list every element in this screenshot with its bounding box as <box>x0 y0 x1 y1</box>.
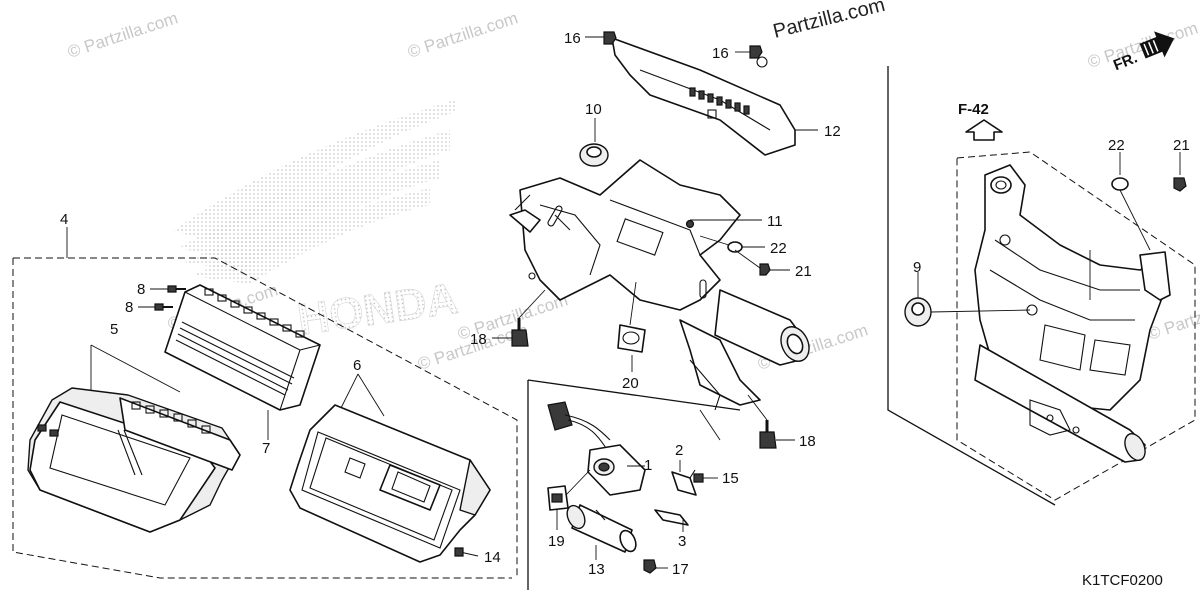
honda-wing-watermark: HONDA <box>172 100 461 345</box>
callout-13: 13 <box>588 561 605 578</box>
meter-case-part <box>289 373 491 563</box>
meter-assembly-frame <box>12 227 518 579</box>
reference-label: F-42 <box>958 101 989 118</box>
plate-2-3-parts <box>654 460 718 532</box>
callout-7: 7 <box>262 440 270 457</box>
lcd-panel-part <box>164 284 321 440</box>
callout-labels: 1 2 3 4 5 6 7 8 8 9 10 11 12 13 14 15 16… <box>60 30 1190 578</box>
callout-10: 10 <box>585 101 602 118</box>
bolt-18-left-part <box>492 289 546 347</box>
callout-20: 20 <box>622 375 639 392</box>
grommet-9-part <box>904 272 1031 327</box>
callout-15: 15 <box>722 470 739 487</box>
callout-11: 11 <box>767 213 783 230</box>
callout-17: 17 <box>672 561 689 578</box>
frame-structure-part <box>974 164 1171 463</box>
callout-18: 18 <box>470 331 487 348</box>
callout-21: 21 <box>795 263 812 280</box>
part-13-cylinder <box>566 504 637 560</box>
connector-part <box>547 401 611 449</box>
switch-detail-frame <box>527 379 741 590</box>
watermark-text: © Partzilla.com <box>65 8 180 61</box>
callout-8: 8 <box>137 281 145 298</box>
callout-16: 16 <box>712 45 729 62</box>
meter-stay-bracket-part <box>509 159 810 411</box>
callout-3: 3 <box>678 533 686 550</box>
switch-1-part <box>587 444 646 496</box>
right-detail-frame <box>887 66 1196 506</box>
bolt-18-right-part <box>747 394 795 449</box>
screw-17-part <box>643 559 668 574</box>
callout-22: 22 <box>1108 137 1125 154</box>
callout-8: 8 <box>125 299 133 316</box>
screw-8-parts <box>138 285 186 311</box>
callout-5: 5 <box>110 321 118 338</box>
front-arrow-icon <box>1139 31 1175 59</box>
callout-21: 21 <box>1173 137 1190 154</box>
callout-6: 6 <box>353 357 361 374</box>
watermark-text: © Partzilla.com <box>405 8 520 61</box>
top-cover-part <box>585 31 818 156</box>
diagram-code: K1TCF0200 <box>1082 572 1163 589</box>
reference-f42: F-42 <box>958 101 1003 141</box>
watermark-main: Partzilla.com <box>771 0 887 43</box>
callout-12: 12 <box>824 123 841 140</box>
callout-4: 4 <box>60 211 68 228</box>
callout-16: 16 <box>564 30 581 47</box>
callout-18: 18 <box>799 433 816 450</box>
honda-wordmark-watermark: HONDA <box>295 274 462 345</box>
callout-22: 22 <box>770 240 787 257</box>
callout-9: 9 <box>913 259 921 276</box>
washer-bolt-right-parts <box>1111 152 1187 251</box>
callout-2: 2 <box>675 442 683 459</box>
reference-arrow-icon <box>965 119 1003 141</box>
meter-lens-part <box>27 344 241 533</box>
callout-19: 19 <box>548 533 565 550</box>
washer-bolt-center-parts <box>699 235 790 276</box>
callout-1: 1 <box>644 457 652 474</box>
grommet-10-part <box>579 118 609 167</box>
callout-14: 14 <box>484 549 501 566</box>
clamp-20-part <box>617 281 646 372</box>
